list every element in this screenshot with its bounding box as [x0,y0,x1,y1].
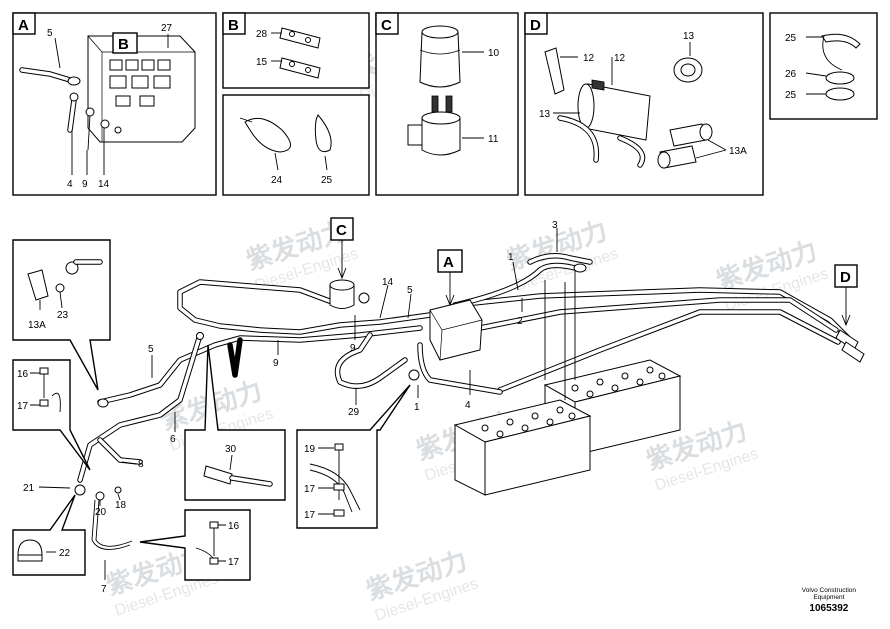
callout-c-panel-label: C [381,17,392,34]
detail-box-16-17-bottom: 16 17 [139,509,251,581]
detail-panel-b: B 28 15 [222,12,370,89]
svg-text:9: 9 [273,358,279,369]
svg-text:17: 17 [228,557,240,568]
svg-text:5: 5 [47,28,53,39]
svg-text:1: 1 [508,252,514,263]
footer-reference-number: 1065392 [809,603,849,614]
svg-text:29: 29 [348,407,360,418]
svg-text:14: 14 [382,277,394,288]
svg-text:21: 21 [23,483,35,494]
svg-text:20: 20 [95,507,107,518]
footer: Volvo Construction Equipment 1065392 [802,587,856,614]
svg-text:17: 17 [304,484,316,495]
svg-text:13: 13 [683,31,695,42]
svg-text:26: 26 [785,69,797,80]
svg-text:9: 9 [350,343,356,354]
svg-text:16: 16 [17,369,29,380]
detail-panel-c: C 10 11 [375,12,519,196]
callout-a-main-label: A [443,254,454,271]
svg-text:24: 24 [271,175,283,186]
detail-box-22: 22 [12,494,86,576]
detail-box-13a: 13A 23 [12,239,111,391]
svg-text:28: 28 [256,29,268,40]
svg-text:4: 4 [67,179,73,190]
svg-text:18: 18 [115,500,127,511]
detail-box-16-17-left: 16 17 [12,359,91,471]
svg-text:14: 14 [98,179,110,190]
svg-text:15: 15 [256,57,268,68]
detail-box-19-17: 19 17 17 [296,384,411,529]
svg-text:25: 25 [785,90,797,101]
footer-equipment: Equipment [813,594,845,601]
svg-text:2: 2 [517,316,523,327]
svg-text:27: 27 [161,23,173,34]
svg-text:4: 4 [465,400,471,411]
svg-text:9: 9 [82,179,88,190]
detail-panel-a: A B 5 27 4 9 14 [12,12,217,196]
svg-text:22: 22 [59,548,71,559]
callout-c-label: C [336,222,347,239]
svg-text:12: 12 [614,53,626,64]
svg-text:13: 13 [539,109,551,120]
detail-panel-d: D 12 12 13 13 13A [524,12,764,196]
main-callouts: C A D [330,217,858,327]
svg-text:13A: 13A [729,146,747,157]
callout-d-main-label: D [840,269,851,286]
svg-text:23: 23 [57,310,69,321]
detail-panel-clamps: 24 25 [222,94,370,196]
detail-panel-rings: 25 26 25 [769,12,878,120]
svg-text:25: 25 [785,33,797,44]
svg-text:10: 10 [488,48,500,59]
main-labels: 5 6 8 21 20 18 7 9 9 29 14 5 1 4 1 2 3 [23,220,558,595]
svg-text:13A: 13A [28,320,46,331]
svg-text:5: 5 [148,344,154,355]
svg-text:11: 11 [488,134,499,145]
footer-company: Volvo Construction [801,587,856,594]
callout-b-panel-label: B [228,17,239,34]
svg-text:5: 5 [407,285,413,296]
detail-box-30: 30 [184,344,286,501]
svg-text:17: 17 [17,401,29,412]
svg-text:12: 12 [583,53,595,64]
svg-text:6: 6 [170,434,176,445]
svg-text:25: 25 [321,175,333,186]
callout-d-panel-label: D [530,17,541,34]
svg-text:19: 19 [304,444,316,455]
main-harness [74,253,865,550]
callout-b-label: B [118,36,129,53]
batteries [453,270,682,496]
svg-text:30: 30 [225,444,237,455]
svg-text:7: 7 [101,584,107,595]
watermark: 紫发动力 Diesel-Engines [363,545,481,625]
svg-text:16: 16 [228,521,240,532]
svg-text:8: 8 [138,459,144,470]
svg-text:3: 3 [552,220,558,231]
svg-text:1: 1 [414,402,420,413]
svg-text:17: 17 [304,510,316,521]
callout-a-label: A [18,17,29,34]
